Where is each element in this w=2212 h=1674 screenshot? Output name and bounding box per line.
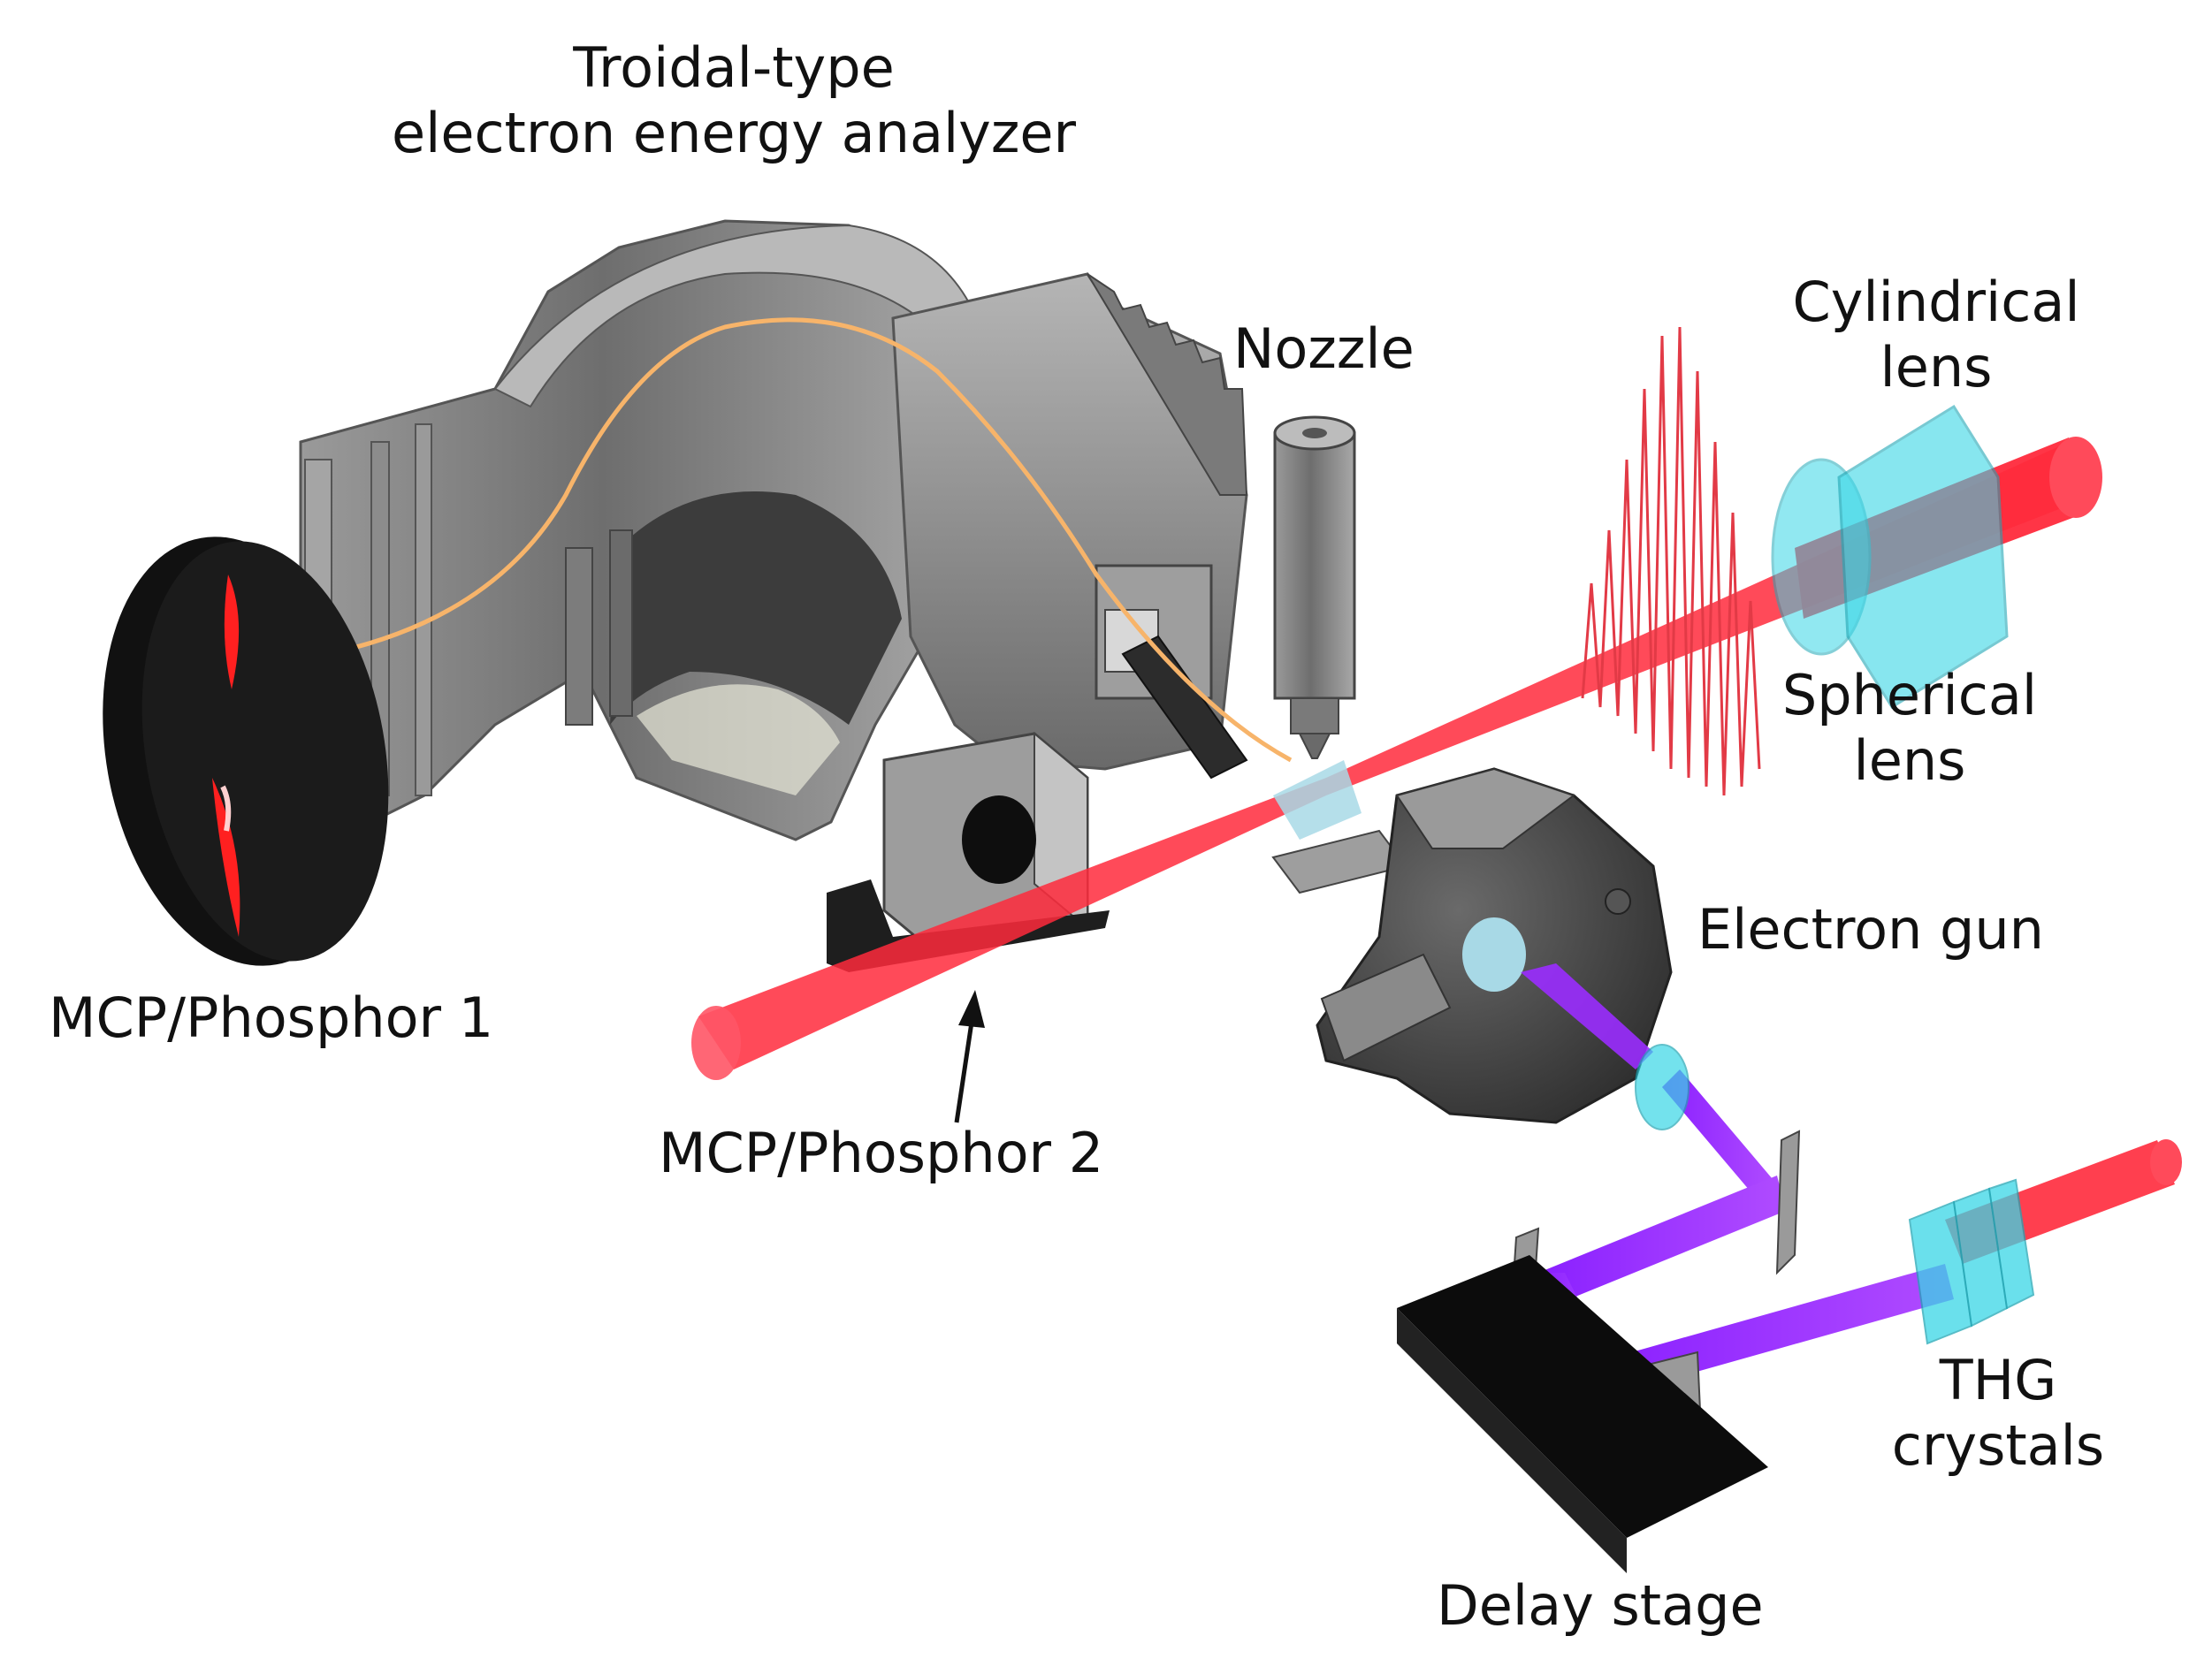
cylindrical-lens-label-line2: lens [1880, 335, 1993, 399]
pulse-waveform [1581, 326, 1761, 796]
mcp1-label: MCP/Phosphor 1 [49, 985, 494, 1050]
cylindrical-lens-label-line1: Cylindrical [1792, 270, 2080, 334]
mcp2-pointer-arrow [954, 990, 985, 1123]
lens-stack [891, 272, 1248, 780]
nozzle [1273, 415, 1356, 759]
mcp2-label: MCP/Phosphor 2 [659, 1121, 1104, 1185]
analyzer-label-line1: Troidal-type [573, 35, 895, 100]
mcp-phosphor-1 [103, 536, 389, 966]
thg-crystals [1908, 1139, 2182, 1345]
thg-crystals-label: THG crystals [1857, 1348, 2140, 1479]
cylindrical-lens [1837, 404, 2009, 710]
spherical-lens-label-line2: lens [1853, 728, 1966, 793]
interaction-region [1273, 760, 1362, 840]
nozzle-label: Nozzle [1233, 316, 1415, 381]
analyzer-label: Troidal-type electron energy analyzer [336, 35, 1132, 166]
analyzer-label-line2: electron energy analyzer [391, 101, 1077, 165]
analyzer-body [299, 219, 974, 841]
spherical-lens-label: Spherical lens [1742, 663, 2078, 794]
cylindrical-lens-label: Cylindrical lens [1751, 270, 2122, 400]
electron-gun [1316, 767, 1673, 1124]
electron-trajectory [326, 317, 1293, 763]
mirror-1 [1775, 1130, 1801, 1275]
delay-stage-block [1397, 1255, 1768, 1573]
thg-crystals-label-line2: crystals [1891, 1413, 2105, 1478]
delay-stage-label: Delay stage [1437, 1573, 1764, 1638]
electron-gun-label: Electron gun [1697, 897, 2044, 962]
uv-focusing-lens [1635, 1044, 1690, 1130]
thg-crystals-label-line1: THG [1939, 1348, 2057, 1412]
spherical-lens-label-line1: Spherical [1781, 663, 2038, 727]
